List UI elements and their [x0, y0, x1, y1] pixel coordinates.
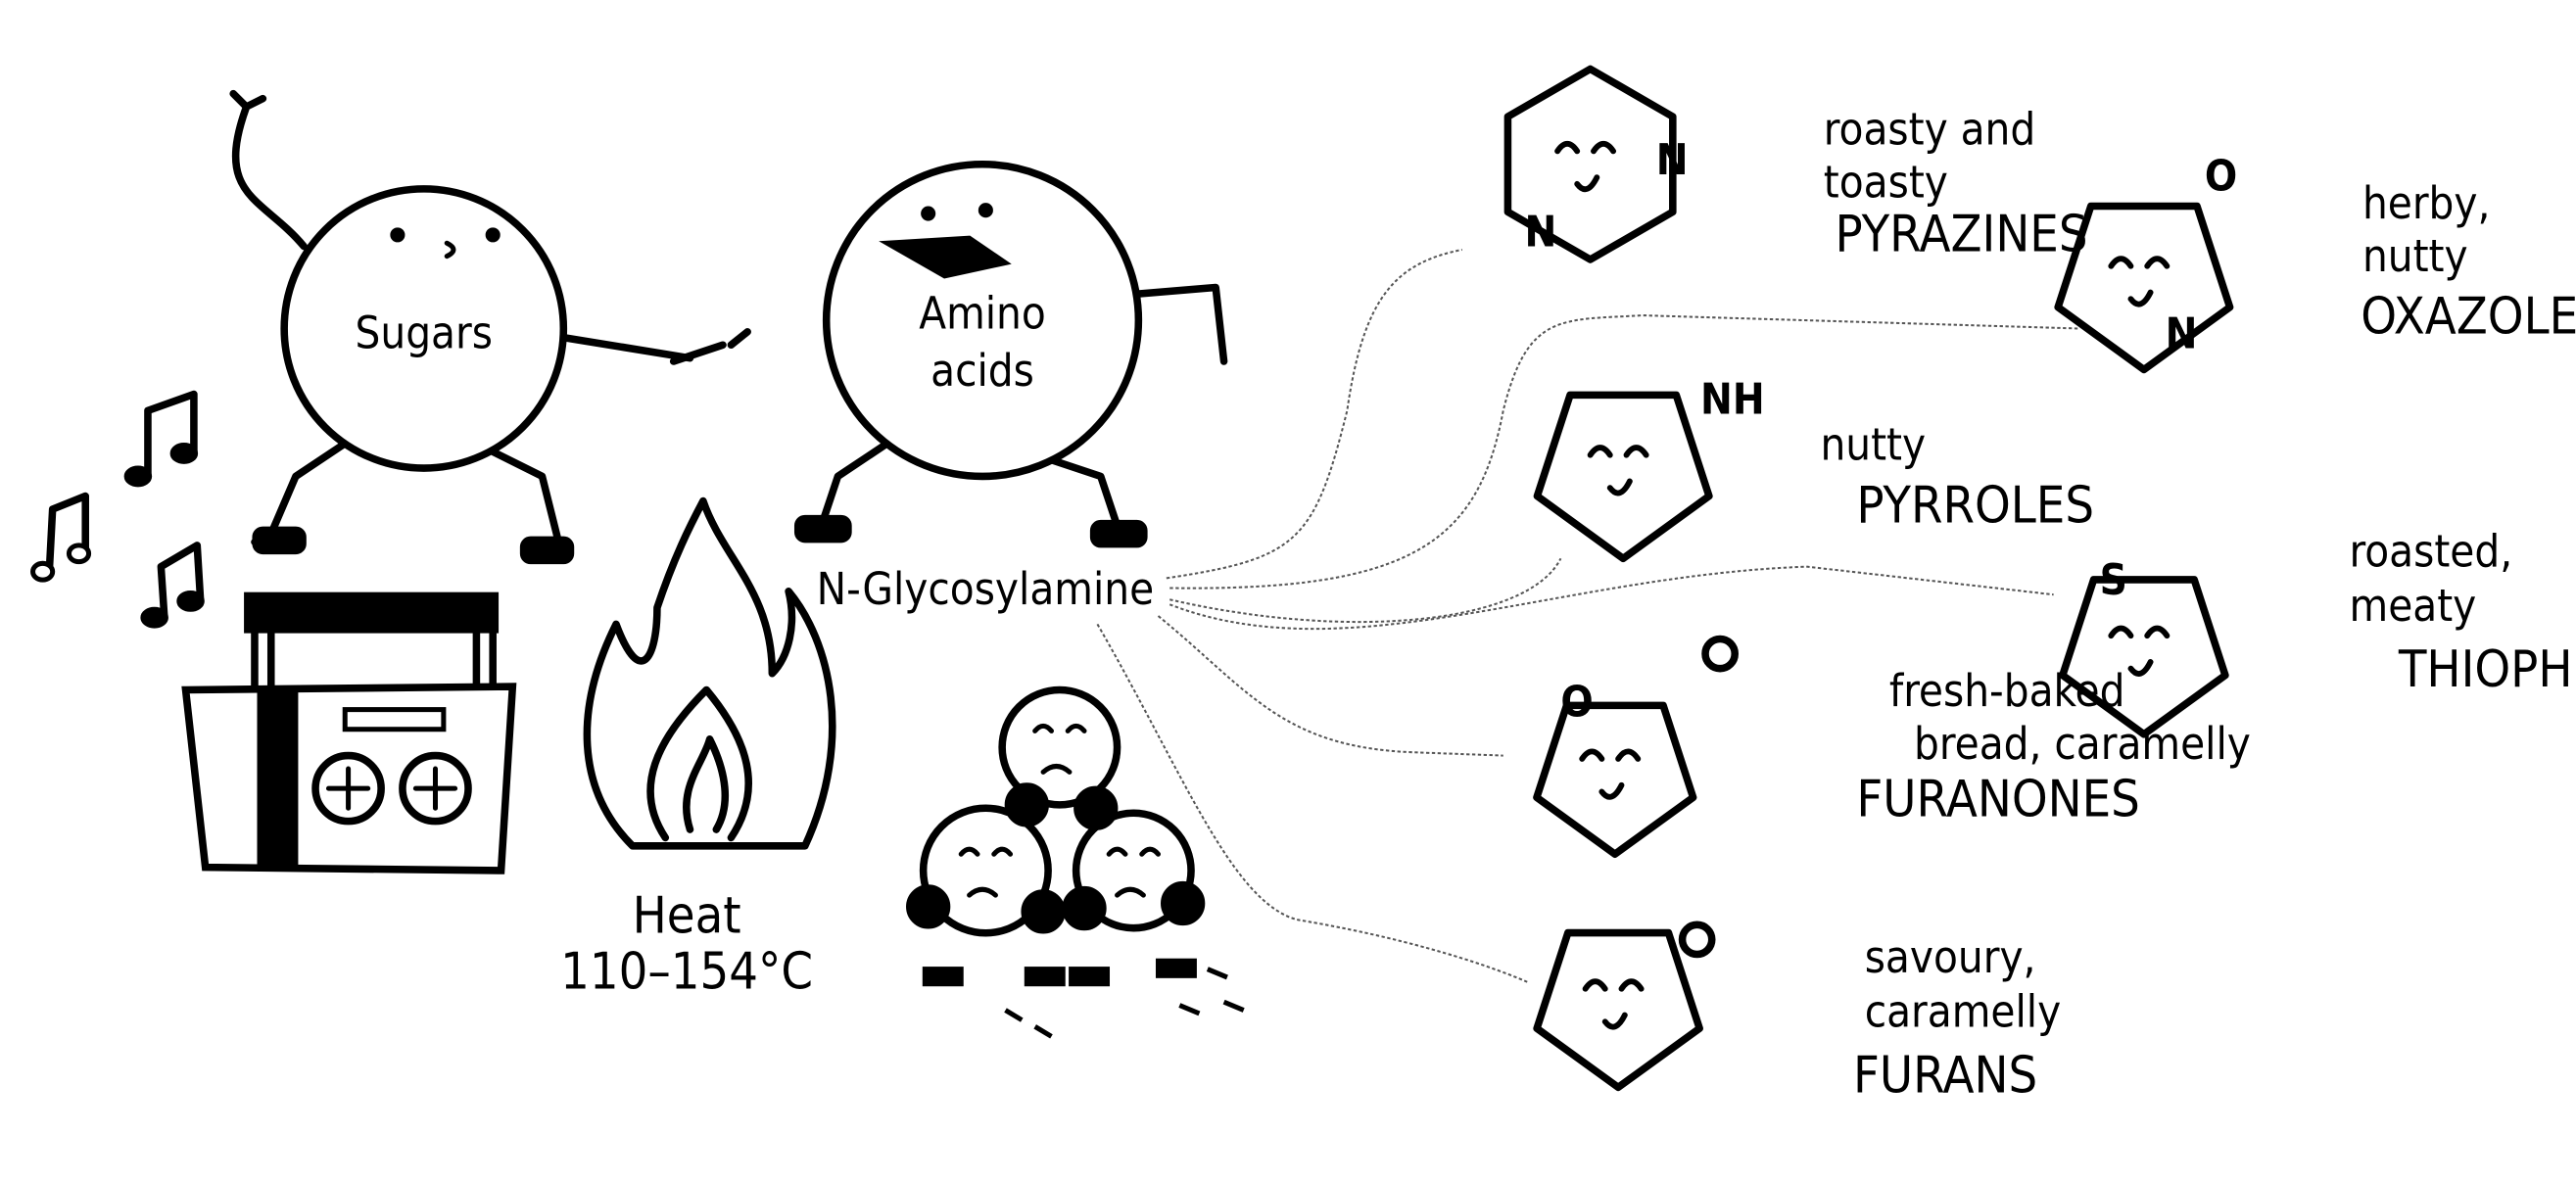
substituent-icon	[1678, 921, 1716, 959]
pyrroles-ring-icon	[1533, 391, 1713, 563]
connector-furans	[1096, 623, 1529, 983]
connector-thiophenes	[1169, 565, 2054, 631]
oxazoles-ring-icon	[2054, 202, 2234, 374]
pyrroles-face-icon	[1587, 445, 1649, 496]
boombox-icon	[181, 591, 517, 874]
n-glycosylamine-label: N-Glycosylamine	[817, 563, 1155, 615]
pyrazines-atom-label: N	[1656, 136, 1689, 185]
pyrazines-ring-icon	[1503, 65, 1677, 263]
furanones-atom-label: O	[1560, 678, 1593, 727]
pyrazines-atom-label: N	[1525, 209, 1557, 258]
sugars-character: Sugars	[229, 89, 694, 565]
music-notes-icon	[30, 390, 205, 629]
furans-face-icon	[1582, 978, 1645, 1030]
furanones-description: bread, caramelly	[1914, 718, 2251, 770]
pyrroles-description: nutty	[1820, 419, 1926, 471]
amino-label-line2: acids	[930, 345, 1034, 397]
furans-description: savoury,	[1865, 931, 2036, 983]
pyrazines-description: roasty and	[1824, 104, 2035, 156]
sugars-label: Sugars	[356, 307, 493, 359]
pyrazines-description: toasty	[1824, 156, 1948, 208]
thiophenes-name: THIOPHENES	[2398, 640, 2576, 699]
pyrroles-name: PYRROLES	[1856, 476, 2094, 535]
thiophenes-description: roasted,	[2350, 526, 2513, 578]
carbonyl-oxygen-icon	[1701, 635, 1739, 673]
connectors	[1096, 248, 2078, 983]
furanones-face-icon	[1579, 748, 1642, 800]
pyrazines-face-icon	[1554, 140, 1617, 193]
furans-ring-icon	[1533, 928, 1703, 1092]
connector-pyrazines	[1166, 248, 1462, 580]
oxazoles-description: nutty	[2362, 230, 2468, 282]
connector-furanones	[1157, 615, 1503, 757]
oxazoles-face-icon	[2108, 256, 2171, 307]
heat-range: 110–154°C	[560, 943, 813, 1002]
connector-pyrroles	[1169, 557, 1562, 624]
furanones-description: fresh-baked	[1889, 665, 2125, 717]
amino-acids-character: Amino acids	[669, 160, 1228, 548]
running-molecules-icon	[906, 685, 1245, 1039]
thiophenes-ring-icon	[2059, 576, 2229, 738]
furans-name: FURANS	[1853, 1046, 2037, 1105]
thiophenes-face-icon	[2108, 625, 2171, 677]
thiophenes-description: meaty	[2350, 580, 2477, 632]
oxazoles-description: herby,	[2362, 177, 2491, 229]
oxazoles-atom-label: O	[2205, 153, 2237, 202]
furans-description: caramelly	[1865, 985, 2062, 1037]
heat-label: Heat	[633, 887, 741, 946]
amino-label-line1: Amino	[919, 287, 1046, 339]
furanones-ring-icon	[1533, 701, 1697, 858]
pyrazines-name: PYRAZINES	[1836, 206, 2088, 264]
oxazoles-name: OXAZOLES	[2361, 288, 2576, 347]
connector-oxazoles	[1169, 314, 2078, 590]
furanones-name: FURANONES	[1856, 771, 2140, 829]
thiophenes-atom-label: S	[2100, 556, 2127, 605]
oxazoles-atom-label: N	[2166, 310, 2198, 359]
pyrroles-atom-label: NH	[1700, 376, 1765, 425]
fire-icon: Heat 110–154°C	[560, 496, 836, 1002]
